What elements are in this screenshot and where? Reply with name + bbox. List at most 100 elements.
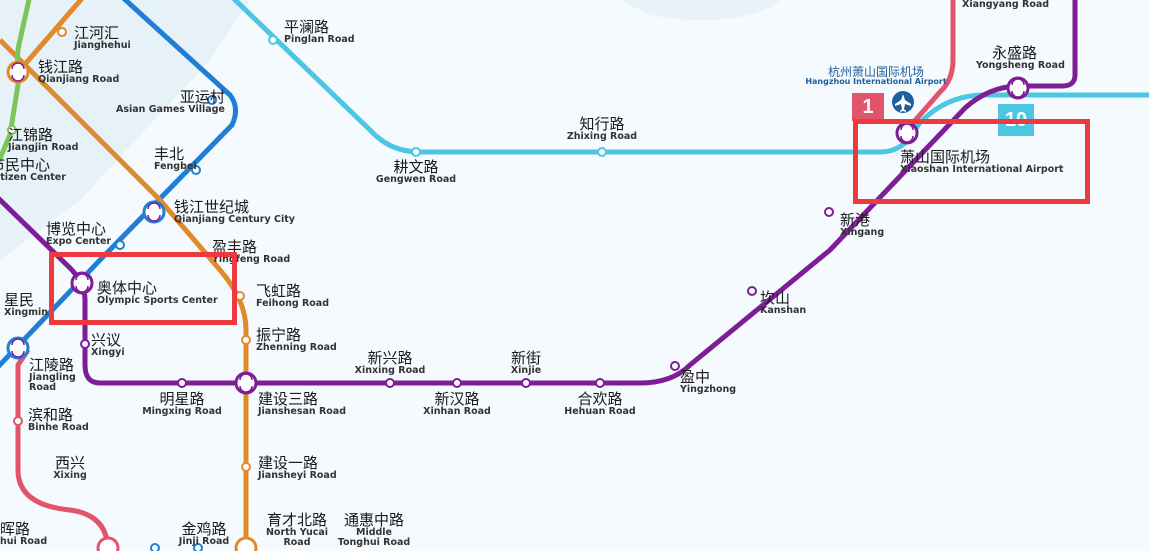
station-en: Yingzhong [680,384,737,395]
station-cn: 知行路 [579,115,625,133]
station-dot-binhe[interactable] [13,416,23,426]
interchange-qianjiang[interactable] [6,60,30,84]
station-en: Xingyi [91,347,125,358]
station-dot-xingyi[interactable] [80,339,90,349]
station-en: Xinhan Road [423,406,491,417]
station-dot-jiangjin[interactable] [7,125,17,135]
station-dot-jinji[interactable] [193,543,203,551]
interchange-arrows-icon [11,338,25,358]
station-cn: 滨和路 [28,406,74,424]
river-shape [0,0,250,260]
station-en: Olympic Sports Center [97,295,218,306]
station-cn: 亚运村 [179,88,225,106]
station-dot-kanshan[interactable] [747,286,757,296]
station-en: Jianghehui [74,40,131,51]
station-cn: 钱江路 [38,58,84,76]
station-label-citizen: 市民中心Citizen Center [0,158,66,183]
interchange-qjcentury[interactable] [142,200,166,224]
station-en: Xixing [53,470,87,481]
station-en: Jinji Road [178,536,230,547]
station-en: Citizen Center [0,172,66,183]
station-cn: 丰北 [154,145,185,163]
station-en: Jiansheyi Road [258,470,337,481]
station-en: Asian Games Village [116,104,225,115]
station-en: Xinjie [510,365,542,376]
interchange-north-yucai[interactable] [234,536,258,551]
interchange-jiangling[interactable] [6,336,30,360]
station-dot-fengbei[interactable] [191,165,201,175]
station-cn: 市民中心 [0,156,51,174]
station-cn: 飞虹路 [256,282,302,300]
station-dot-zhenning[interactable] [241,335,251,345]
interchange-jianshesan[interactable] [234,371,258,395]
river-shape [620,0,780,20]
interchange-arrows-icon [11,62,25,82]
interchange-arrows-icon [75,273,89,293]
station-dot-pinglan[interactable] [268,35,278,45]
station-en: Middle Tonghui Road [337,527,411,548]
station-en: Hehuan Road [564,406,636,417]
station-cn: 钱江世纪城 [174,198,250,216]
station-cn: 兴议 [91,331,122,349]
station-en: Jiangjin Road [8,142,79,153]
station-cn: 江陵路 [29,356,75,374]
station-dot-xinxing[interactable] [385,378,395,388]
line-1-badge: 1 [852,93,884,121]
station-cn: 新街 [510,349,541,367]
station-dot-zhixing[interactable] [597,147,607,157]
station-dot-xinhan[interactable] [452,378,462,388]
station-en: Feihong Road [256,298,330,309]
interchange-yongsheng[interactable] [1006,76,1030,100]
station-dot-mingxing[interactable] [177,378,187,388]
station-en: Jiangling Road [29,372,76,393]
station-en: Yingfeng Road [212,254,291,265]
interchange-huihui[interactable] [96,536,120,551]
station-en: Qianjiang Road [38,74,120,85]
station-dot-asiangames[interactable] [207,95,217,105]
line-5-upper [18,0,84,72]
highlight-box-olympic [49,252,237,325]
station-cn: 萧山国际机场 [900,148,991,166]
station-en: Kanshan [760,305,807,316]
station-dot-feihong[interactable] [235,291,245,301]
station-dot-gengwen[interactable] [411,147,421,157]
station-dot-expo[interactable] [115,240,125,250]
station-dot-jianghehui[interactable] [57,27,67,37]
station-dot-xinjie[interactable] [521,378,531,388]
station-dot-xingang[interactable] [824,207,834,217]
station-dot-yingzhong[interactable] [670,361,680,371]
station-en: Pinglan Road [284,34,355,45]
station-dot-hehuan[interactable] [595,378,605,388]
station-en: Xingmin [4,307,49,318]
station-en: Xinxing Road [354,365,426,376]
station-en: Expo Center [46,236,112,247]
interchange-arrows-icon [147,202,161,222]
station-cn: 建设一路 [258,454,319,472]
airport-caption-en: Hangzhou International Airport [805,77,947,86]
highlight-box-airport [853,119,1090,204]
station-cn: 星民 [4,291,35,309]
station-cn: 永盛路 [992,44,1038,62]
station-dot-tonghui[interactable] [150,543,160,551]
line-7-track [0,0,1078,386]
station-dot-jiansheyi[interactable] [241,462,251,472]
